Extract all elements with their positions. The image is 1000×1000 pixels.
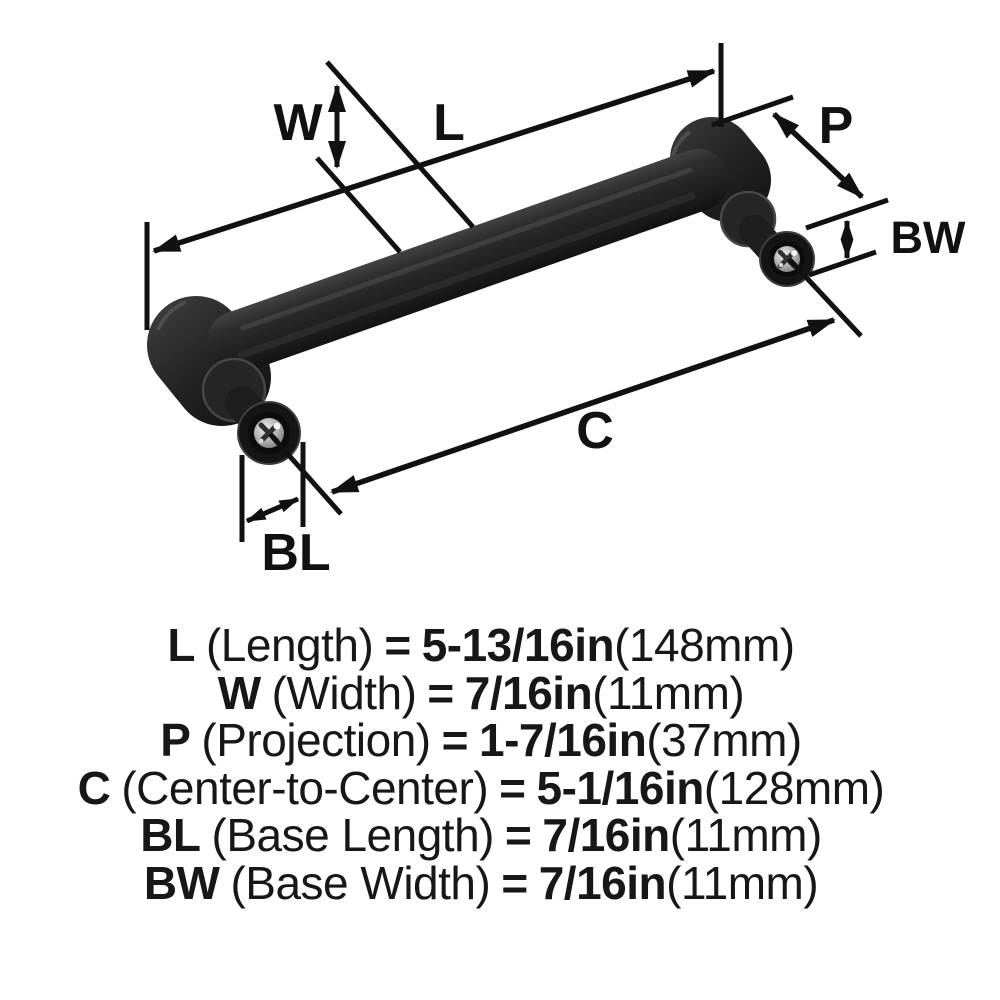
spec-name: (Base Width) <box>230 856 491 909</box>
spec-value-inches: 1-7/16in <box>479 714 647 767</box>
dim-bl-label: BL <box>261 524 330 582</box>
handle-bar <box>207 149 729 373</box>
spec-row-length: L(Length)=5-13/16in(148mm) <box>0 619 962 671</box>
spec-equals: = <box>427 666 454 719</box>
spec-name: (Center-to-Center) <box>121 761 489 814</box>
dim-w-label: W <box>273 94 323 152</box>
spec-value-inches: 7/16in <box>464 666 593 719</box>
dim-p-arrow-line <box>772 111 864 200</box>
dim-w-tick-bottom <box>315 156 402 254</box>
spec-equals: = <box>501 856 528 909</box>
spec-row-base-width: BW(Base Width)=7/16in(11mm) <box>0 856 962 909</box>
dim-bl-arrow-line <box>245 496 300 524</box>
spec-value-inches: 7/16in <box>542 809 670 862</box>
spec-name: (Projection) <box>201 714 431 767</box>
spec-code: P <box>160 714 191 767</box>
spec-value-metric: (11mm) <box>592 666 745 719</box>
spec-code: W <box>217 666 261 719</box>
spec-value-inches: 5-13/16in <box>421 619 615 671</box>
spec-value-metric: (11mm) <box>669 809 823 862</box>
dim-bw-tick-bottom <box>808 249 877 278</box>
dim-length: L <box>144 43 724 330</box>
dim-c-label: C <box>576 402 614 460</box>
spec-list: L(Length)=5-13/16in(148mm) W(Width)=7/16… <box>0 619 962 909</box>
spec-code: C <box>77 761 111 814</box>
dim-p-label: P <box>819 97 854 155</box>
spec-value-metric: (128mm) <box>703 761 885 814</box>
spec-value-metric: (11mm) <box>666 856 819 909</box>
spec-value-metric: (37mm) <box>646 714 802 767</box>
spec-name: (Length) <box>205 619 374 671</box>
spec-row-projection: P(Projection)=1-7/16in(37mm) <box>0 714 962 767</box>
dim-w-tick-top <box>325 60 475 229</box>
spec-row-base-length: BL(Base Length)=7/16in(11mm) <box>0 812 962 860</box>
spec-code: BL <box>140 809 201 862</box>
dim-width: W <box>273 60 475 254</box>
spec-value-inches: 7/16in <box>538 856 667 909</box>
dim-projection: P <box>711 94 864 200</box>
spec-equals: = <box>504 809 532 862</box>
spec-equals: = <box>499 761 526 814</box>
dim-p-tick-top <box>711 94 794 128</box>
spec-code: L <box>167 619 195 671</box>
dim-base-width: BW <box>805 197 966 278</box>
dim-l-label: L <box>433 94 465 152</box>
dim-c-leader-right <box>787 257 863 338</box>
spec-equals: = <box>384 619 411 671</box>
spec-row-center-to-center: C(Center-to-Center)=5-1/16in(128mm) <box>0 761 962 814</box>
spec-value-inches: 5-1/16in <box>536 761 705 814</box>
dim-bw-label: BW <box>891 212 966 263</box>
handle-illustration <box>147 117 815 465</box>
handle-right-post <box>719 190 815 287</box>
dim-l-arrow-line <box>152 68 716 254</box>
spec-equals: = <box>441 714 469 767</box>
spec-value-metric: (148mm) <box>614 619 795 671</box>
spec-row-width: W(Width)=7/16in(11mm) <box>0 666 962 719</box>
spec-name: (Width) <box>271 666 417 719</box>
dim-c-arrow-line <box>330 317 836 495</box>
spec-code: BW <box>143 856 220 909</box>
dim-base-length: BL <box>239 442 331 582</box>
spec-name: (Base Length) <box>211 809 495 862</box>
dim-bw-tick-top <box>805 197 889 231</box>
